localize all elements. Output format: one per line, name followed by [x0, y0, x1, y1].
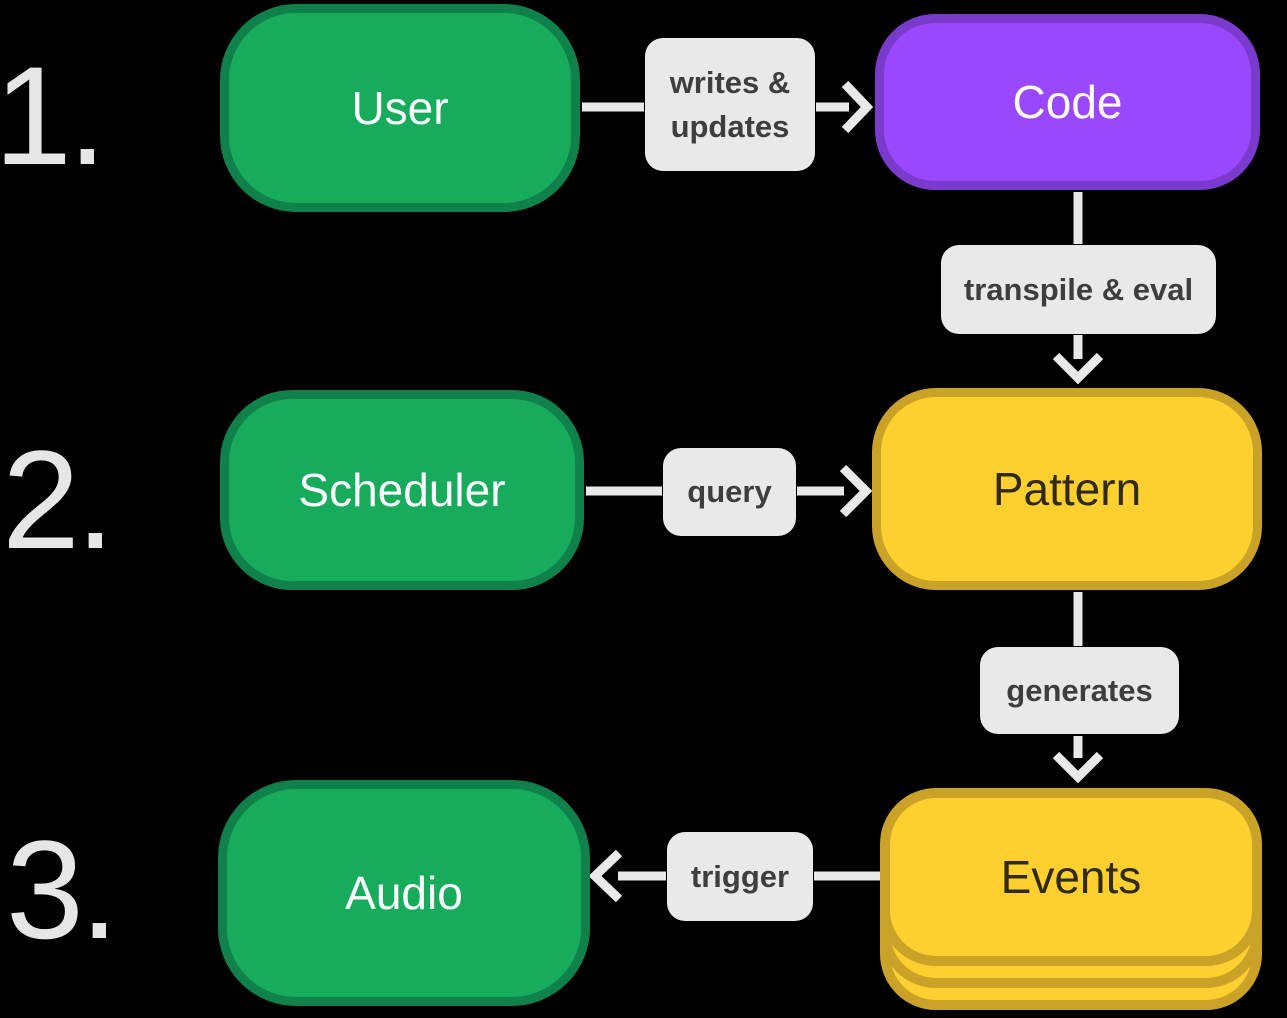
node-events: Events	[880, 788, 1262, 966]
node-code-label: Code	[1012, 76, 1123, 128]
node-pattern-label: Pattern	[992, 463, 1142, 515]
step-number-3: 3.	[6, 811, 119, 968]
edge-label-generates-text: generates	[1006, 672, 1153, 708]
arrow-events-to-audio	[588, 849, 884, 903]
edge-label-generates: generates	[980, 647, 1179, 734]
arrow-code-to-pattern	[1052, 192, 1104, 385]
node-audio: Audio	[218, 780, 590, 1006]
edge-label-transpile-eval: transpile & eval	[941, 245, 1216, 334]
edge-label-query: query	[663, 448, 796, 536]
edge-label-writes-updates-text: writes & updates	[669, 65, 791, 144]
arrow-user-to-code	[582, 80, 874, 134]
edge-label-transpile-eval-text: transpile & eval	[963, 271, 1194, 307]
arrow-scheduler-to-pattern	[586, 464, 873, 518]
edge-label-trigger-text: trigger	[690, 858, 790, 894]
node-pattern: Pattern	[872, 388, 1262, 590]
arrowhead-left-icon	[588, 849, 623, 903]
node-scheduler: Scheduler	[220, 390, 584, 590]
arrow-pattern-to-events	[1052, 592, 1104, 784]
node-audio-label: Audio	[345, 867, 463, 919]
arrowhead-down-icon	[1052, 751, 1104, 784]
node-scheduler-label: Scheduler	[298, 464, 506, 516]
edge-label-writes-updates: writes & updates	[645, 38, 815, 171]
arrowhead-down-icon	[1052, 352, 1104, 385]
arrowhead-right-icon	[841, 80, 874, 134]
edge-label-trigger: trigger	[667, 832, 813, 921]
node-events-label: Events	[1000, 851, 1142, 903]
node-user-label: User	[351, 82, 449, 134]
arrowhead-right-icon	[839, 464, 873, 518]
node-user: User	[220, 4, 580, 212]
step-number-1: 1.	[0, 37, 107, 194]
node-events-stack: Events	[880, 788, 1262, 1010]
step-number-2: 2.	[2, 421, 115, 578]
edge-label-query-text: query	[687, 474, 772, 510]
node-code: Code	[875, 14, 1260, 190]
